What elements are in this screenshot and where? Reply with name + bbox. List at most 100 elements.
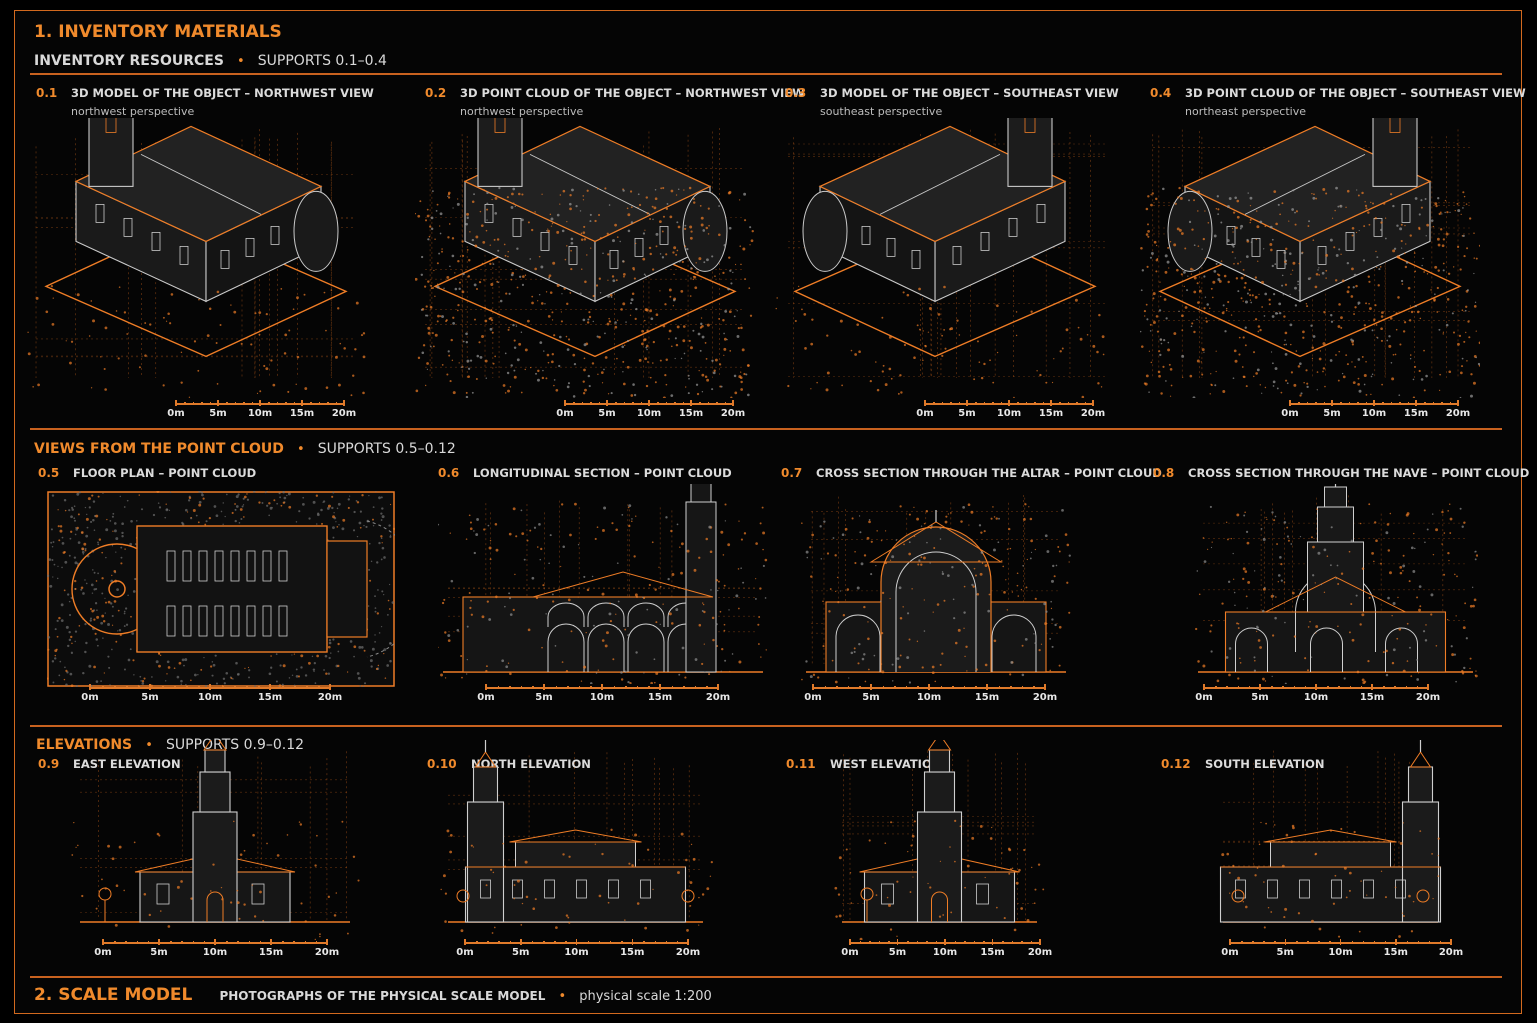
scale-minor-tick [1034, 402, 1036, 405]
resources-label: INVENTORY RESOURCES [34, 53, 224, 69]
scale-tick [543, 684, 545, 690]
scale-minor-tick [251, 402, 254, 405]
figure-number: 0.7 [781, 466, 803, 480]
scale-minor-tick [1042, 402, 1045, 405]
elevations-section-supports: SUPPORTS 0.9–0.12 [166, 737, 305, 753]
scale-minor-tick [905, 686, 908, 689]
scale-tick [575, 939, 578, 945]
scale-minor-tick [234, 686, 236, 689]
scale-model-description: PHOTOGRAPHS OF THE PHYSICAL SCALE MODEL [219, 989, 546, 1003]
scale-label: 15m [620, 947, 645, 958]
elevation-drawing-0.11 [832, 720, 1047, 941]
scale-minor-tick [170, 941, 172, 944]
scale-minor-tick [878, 941, 880, 944]
scale-minor-tick [941, 402, 944, 405]
scale-minor-tick [1274, 941, 1276, 944]
scale-minor-tick [1323, 402, 1326, 405]
scale-minor-tick [198, 686, 200, 689]
scale-minor-tick [509, 686, 511, 689]
scale-minor-tick [1002, 941, 1004, 944]
scale-minor-tick [304, 941, 307, 944]
views-section-title: VIEWS FROM THE POINT CLOUD [34, 441, 284, 457]
scale-minor-tick [916, 941, 918, 944]
physical-scale: physical scale 1:200 [579, 989, 712, 1004]
scale-label: 10m [1361, 408, 1387, 419]
scale-minor-tick [983, 941, 985, 944]
elevation-svg [1219, 740, 1442, 938]
scale-minor-tick [648, 686, 650, 689]
section-1-title: 1. INVENTORY MATERIALS [34, 22, 282, 42]
scale-minor-tick [657, 402, 659, 405]
divider [30, 73, 1502, 75]
scale-minor-tick [935, 941, 937, 944]
scale-minor-tick [724, 402, 727, 405]
church-3d-drawing [775, 0, 1105, 399]
scale-minor-tick [335, 402, 338, 405]
scale-minor-tick [126, 686, 128, 689]
scale-minor-tick [1010, 686, 1012, 689]
scale-minor-tick [162, 686, 164, 689]
scale-label: 20m [1080, 408, 1106, 419]
scale-minor-tick [926, 941, 928, 944]
scale-minor-tick [1025, 402, 1028, 405]
scale-tick [1039, 939, 1041, 945]
scale-minor-tick [243, 402, 245, 405]
scale-minor-tick [147, 941, 150, 944]
scale-minor-tick [581, 402, 584, 405]
scale-tick [849, 939, 851, 945]
scale-tick [1427, 684, 1429, 690]
figure-title: 3D POINT CLOUD OF THE OBJECT – SOUTHEAST… [1185, 86, 1526, 100]
scale-minor-tick [963, 686, 966, 689]
church-3d-drawing [1139, 0, 1482, 400]
scale-tick [464, 939, 466, 945]
scale-tick [631, 939, 633, 945]
scale-label: 5m [535, 692, 553, 703]
elevation-svg [834, 720, 1045, 941]
scale-minor-tick [1441, 402, 1443, 405]
scale-minor-tick [1021, 941, 1023, 944]
scale-minor-tick [1432, 402, 1435, 405]
scale-label: 15m [678, 408, 704, 419]
scale-tick [896, 939, 899, 945]
scale-minor-tick [859, 941, 861, 944]
scale-minor-tick [1067, 402, 1070, 405]
model-drawing-0.2 [414, 0, 755, 400]
scale-minor-tick [1390, 402, 1393, 405]
scale-label: 0m [167, 408, 185, 419]
scale-minor-tick [1076, 402, 1078, 405]
scale-tick [1229, 939, 1231, 945]
scale-minor-tick [1424, 402, 1426, 405]
scale-minor-tick [1000, 402, 1003, 405]
scale-label: 0m [1195, 692, 1213, 703]
scale-minor-tick [476, 941, 478, 944]
scale-label: 20m [1445, 408, 1471, 419]
scale-minor-tick [1384, 941, 1387, 944]
elevation-svg [71, 720, 360, 941]
scale-minor-tick [136, 941, 139, 944]
scale-minor-tick [707, 402, 710, 405]
scale-minor-tick [543, 941, 545, 944]
section-drawing-0.8 [1193, 474, 1479, 685]
scale-minor-tick [1237, 686, 1240, 689]
scale-tick [1315, 684, 1317, 690]
scale-tick [158, 939, 160, 945]
scale-minor-tick [1271, 686, 1273, 689]
scale-label: 10m [636, 408, 662, 419]
scale-tick [214, 939, 216, 945]
scale-label: 5m [888, 947, 907, 958]
scale-label: 15m [647, 692, 673, 703]
scale-tick [648, 400, 650, 406]
scale-minor-tick [1327, 686, 1329, 689]
scale-label: 15m [258, 947, 284, 958]
scale-minor-tick [615, 402, 617, 405]
scale-tick [606, 400, 608, 406]
scale-minor-tick [293, 941, 295, 944]
scale-tick [270, 939, 272, 945]
model-drawing-0.1 [26, 0, 366, 398]
scale-minor-tick [609, 941, 612, 944]
scale-minor-tick [248, 941, 251, 944]
scale-minor-tick [1340, 402, 1342, 405]
